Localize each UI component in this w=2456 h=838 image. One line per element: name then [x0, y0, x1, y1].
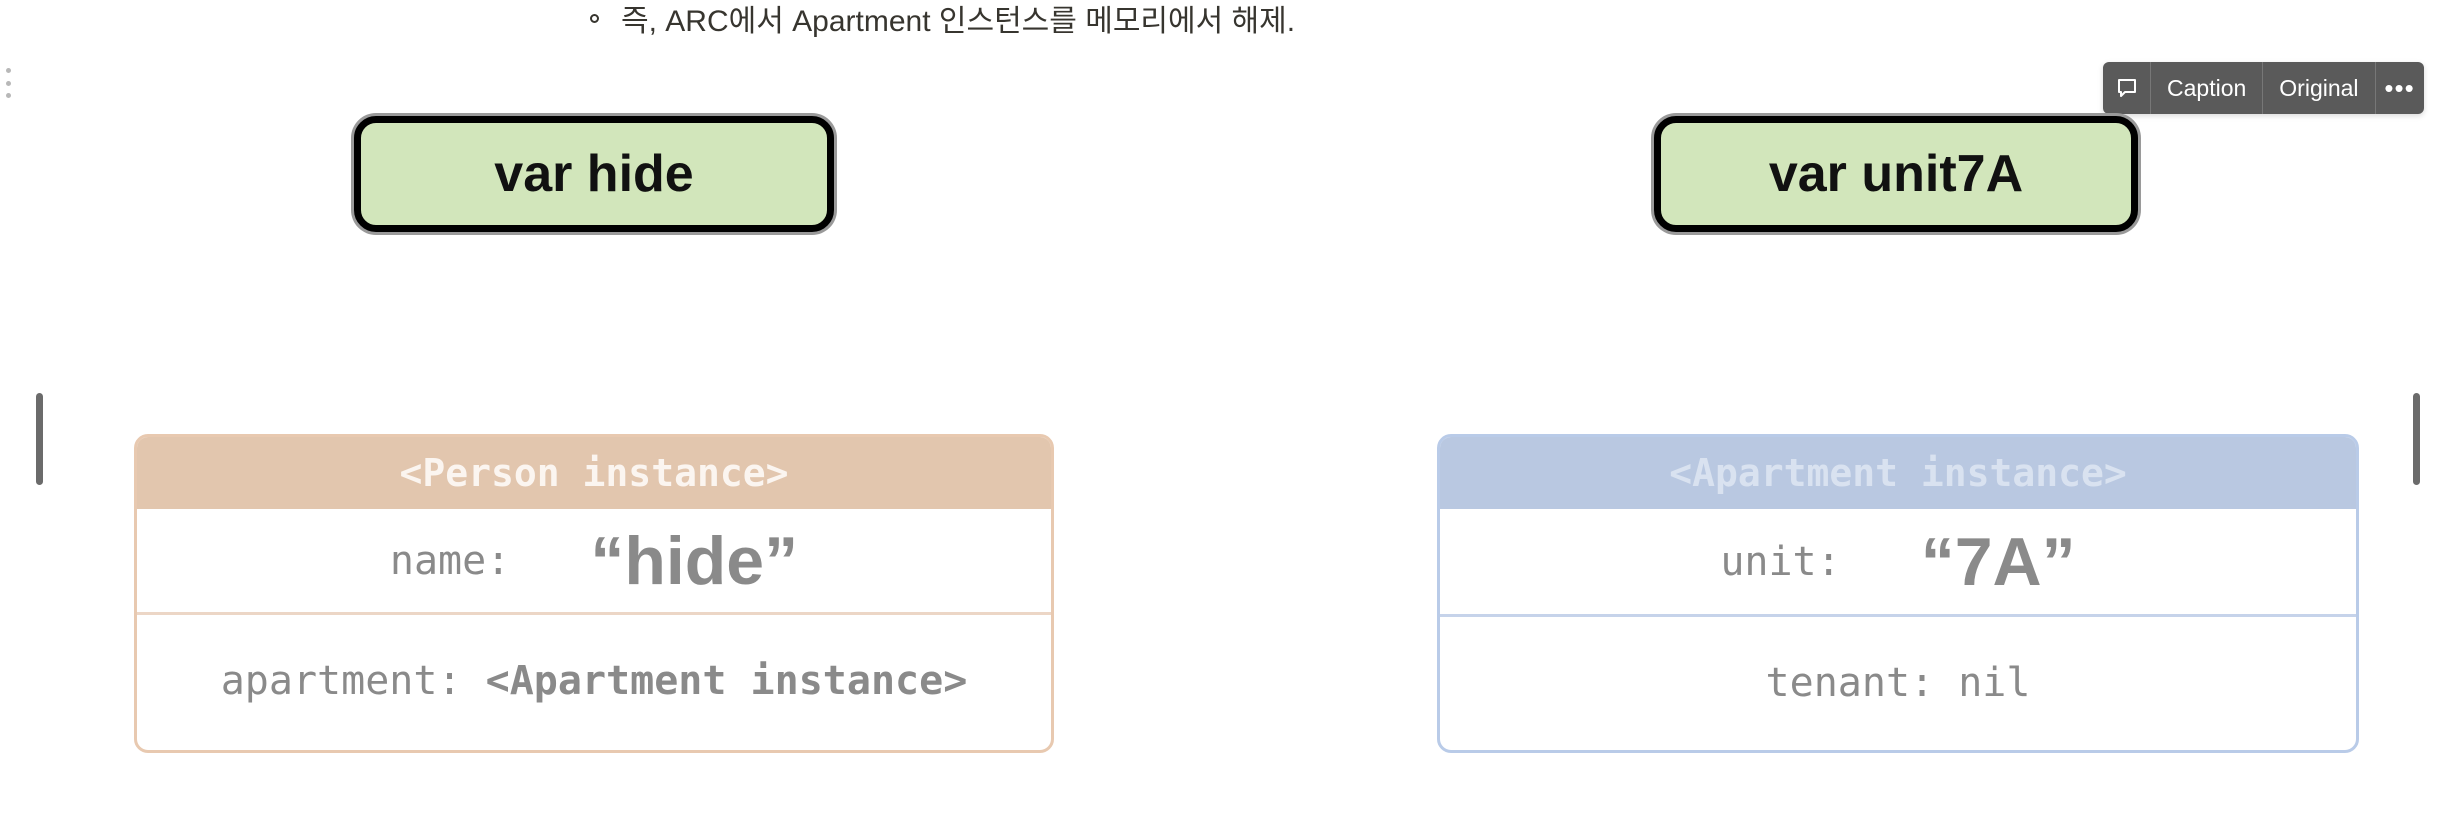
comment-icon	[2117, 79, 2136, 97]
more-options-button[interactable]: •••	[2384, 72, 2415, 103]
image-resize-handle-left[interactable]	[36, 393, 43, 485]
apartment-instance-box: <Apartment instance> unit: “7A” tenant: …	[1437, 434, 2359, 753]
image-resize-handle-right[interactable]	[2413, 393, 2420, 485]
apartment-value: <Apartment instance>	[485, 658, 968, 704]
tenant-label: tenant:	[1765, 660, 1935, 706]
var-unit7a-label: var unit7A	[1768, 145, 2024, 203]
caption-button[interactable]: Caption	[2151, 62, 2264, 114]
person-instance-box: <Person instance> name: “hide” apartment…	[134, 434, 1054, 753]
apartment-label: apartment:	[220, 658, 462, 704]
bullet-marker	[590, 13, 599, 23]
apartment-instance-header: <Apartment instance>	[1440, 437, 2356, 509]
var-hide-box: var hide	[354, 116, 834, 232]
name-value: “hide”	[590, 522, 799, 599]
unit-value: “7A”	[1920, 523, 2076, 600]
bullet-text: 즉, ARC에서 Apartment 인스턴스를 메모리에서 해제.	[621, 5, 1296, 38]
person-instance-header: <Person instance>	[137, 437, 1051, 509]
tenant-value: nil	[1958, 660, 2031, 706]
apartment-tenant-row: tenant: nil	[1440, 617, 2356, 749]
drag-handle-icon[interactable]	[4, 68, 12, 98]
original-button[interactable]: Original	[2263, 62, 2376, 114]
apartment-unit-row: unit: “7A”	[1440, 509, 2356, 617]
unit-label: unit:	[1720, 538, 1841, 585]
person-apartment-row: apartment: <Apartment instance>	[137, 615, 1051, 747]
comment-button[interactable]	[2103, 62, 2151, 114]
bullet-list-item: 즉, ARC에서 Apartment 인스턴스를 메모리에서 해제.	[590, 0, 1295, 38]
image-toolbar: Caption Original •••	[2103, 62, 2424, 114]
var-unit7a-box: var unit7A	[1654, 116, 2138, 232]
person-name-row: name: “hide”	[137, 509, 1051, 615]
var-hide-label: var hide	[494, 145, 694, 203]
name-label: name:	[389, 537, 511, 584]
